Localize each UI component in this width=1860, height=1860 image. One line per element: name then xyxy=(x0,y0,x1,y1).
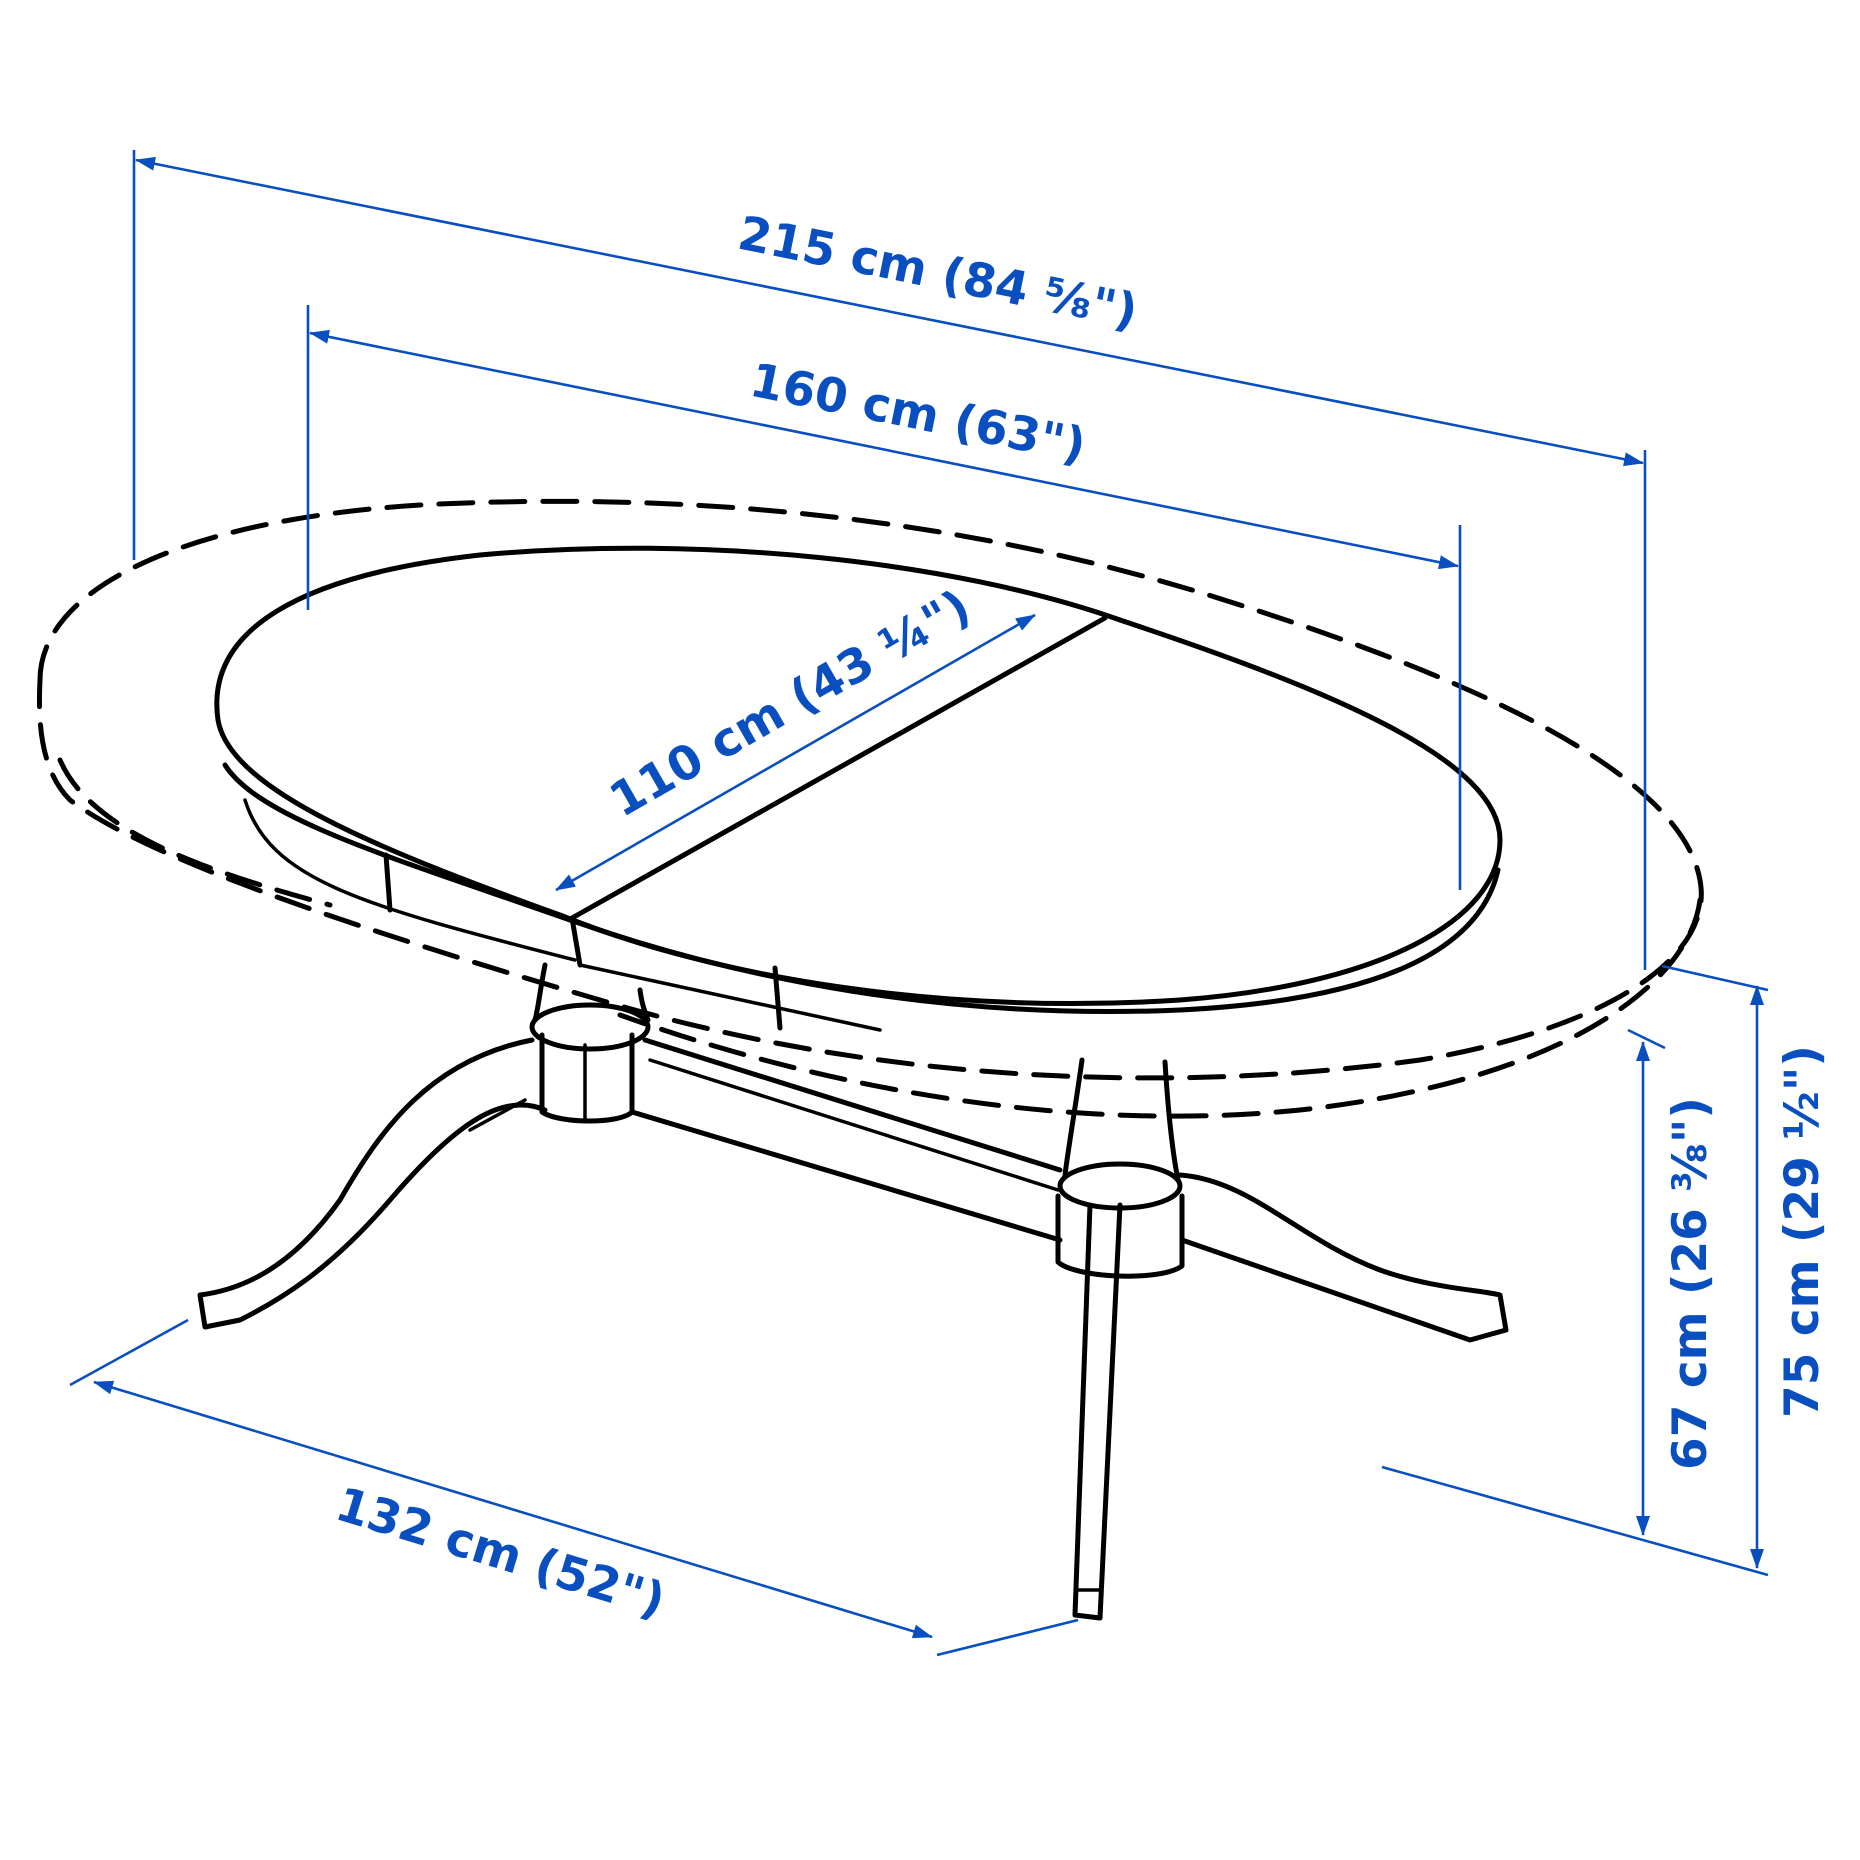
pedestal-right xyxy=(1055,1057,1509,1621)
label-table-height: 75 cm (29 ½") xyxy=(1775,1045,1830,1418)
ext-line-132-right xyxy=(936,1618,1079,1657)
label-extended-length: 215 cm (84 ⅝") xyxy=(734,206,1142,340)
pedestal-left xyxy=(197,962,651,1330)
dim-line-closed-length xyxy=(309,329,1459,570)
label-clearance-height: 67 cm (26 ⅜") xyxy=(1663,1097,1718,1470)
dimension-annotations: 215 cm (84 ⅝") 160 cm (63") 110 cm (43 ¼… xyxy=(69,150,1830,1657)
closed-top xyxy=(214,545,1503,1032)
ext-line-height-top-75 xyxy=(1661,964,1769,992)
dim-line-width xyxy=(555,613,1036,892)
ext-line-height-top-67 xyxy=(1627,1028,1666,1050)
dim-line-base-length xyxy=(93,1380,933,1639)
ext-line-floor xyxy=(1381,1465,1769,1577)
label-base-length: 132 cm (52") xyxy=(329,1477,671,1629)
label-width: 110 cm (43 ¼") xyxy=(601,579,980,828)
extended-top-outline xyxy=(36,498,1704,1119)
stretcher-beam xyxy=(629,1037,1063,1243)
table-illustration xyxy=(36,498,1704,1621)
ext-line-132-left xyxy=(69,1318,189,1387)
